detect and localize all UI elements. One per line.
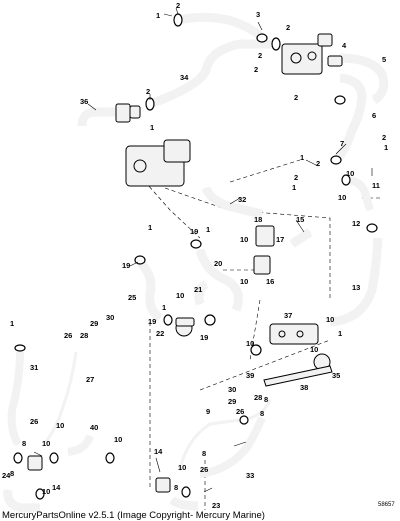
callout-9: 9 [206,407,210,416]
callout-8: 8 [22,439,26,448]
callout-10: 10 [176,291,184,300]
callout-1: 1 [384,143,388,152]
callout-14: 14 [154,447,163,456]
callout-2: 2 [294,93,298,102]
hoses [3,12,389,513]
callout-12: 12 [352,219,360,228]
callout-19: 19 [190,227,198,236]
callout-1: 1 [162,303,166,312]
callout-26: 26 [30,417,38,426]
callout-1: 1 [300,153,304,162]
callout-36: 36 [80,97,88,106]
callout-10: 10 [326,315,334,324]
callout-28: 28 [80,331,88,340]
callout-35: 35 [332,371,340,380]
callout-7: 7 [340,139,344,148]
callout-33: 33 [246,471,254,480]
callout-1: 1 [292,183,296,192]
callout-26: 26 [236,407,244,416]
callout-10: 10 [114,435,122,444]
callout-22: 22 [156,329,164,338]
callout-19: 19 [200,333,208,342]
callout-5: 5 [382,55,386,64]
hose-clamps [13,13,378,500]
component-37 [269,323,319,345]
callout-24: 24 [2,471,11,480]
callout-38: 38 [300,383,308,392]
callout-26: 26 [200,465,208,474]
callout-40: 40 [90,423,98,432]
callout-2: 2 [176,1,180,10]
callout-10: 10 [338,193,346,202]
callout-2: 2 [146,87,150,96]
callout-18: 18 [254,215,262,224]
callout-1: 1 [150,123,154,132]
callout-28: 28 [254,393,262,402]
callout-labels: 1 2 3 2 4 2 2 34 5 2 36 2 1 6 2 1 7 2 1 … [2,1,388,510]
callout-8: 8 [264,395,268,404]
callout-2: 2 [258,51,262,60]
callout-15: 15 [296,215,304,224]
callout-4: 4 [342,41,347,50]
callout-10: 10 [42,439,50,448]
callout-8: 8 [260,409,264,418]
callout-1: 1 [148,223,152,232]
manifold-block [281,43,323,75]
figure-number: 58657 [378,502,395,508]
callout-3: 3 [256,10,260,19]
callout-27: 27 [86,375,94,384]
components [27,33,343,493]
callout-10: 10 [178,463,186,472]
callout-17: 17 [276,235,284,244]
callout-30: 30 [228,385,236,394]
callout-19: 19 [122,261,130,270]
callout-16: 16 [266,277,274,286]
callout-29: 29 [228,397,236,406]
copyright-footer: MercuryPartsOnline v2.5.1 (Image Copyrig… [2,510,265,521]
callout-19: 19 [148,317,156,326]
callout-14: 14 [52,483,61,492]
callout-6: 6 [372,111,376,120]
valve-17 [255,225,275,247]
callout-37: 37 [284,311,292,320]
callout-10: 10 [240,277,248,286]
callout-8: 8 [10,469,14,478]
callout-2: 2 [294,173,298,182]
callout-8: 8 [202,449,206,458]
callout-1: 1 [156,11,160,20]
callout-10: 10 [56,421,64,430]
callout-39: 39 [246,371,254,380]
callout-10: 10 [346,169,354,178]
callout-26: 26 [64,331,72,340]
callout-10: 10 [310,345,318,354]
callout-2: 2 [286,23,290,32]
callout-10: 10 [42,487,50,496]
callout-23: 23 [212,501,220,510]
callout-2: 2 [316,159,320,168]
callout-13: 13 [352,283,360,292]
callout-11: 11 [372,181,380,190]
callout-8: 8 [174,483,178,492]
callout-1: 1 [10,319,14,328]
callout-20: 20 [214,259,222,268]
callout-1: 1 [206,225,210,234]
callout-32: 32 [238,195,246,204]
leader-lines [33,7,373,493]
callout-30: 30 [106,313,114,322]
bracket-38 [263,365,333,387]
callout-2: 2 [382,133,386,142]
callout-10: 10 [246,339,254,348]
callout-34: 34 [180,73,189,82]
callout-2: 2 [254,65,258,74]
callout-31: 31 [30,363,38,372]
callout-1: 1 [338,329,342,338]
callout-10: 10 [240,235,248,244]
callout-25: 25 [128,293,136,302]
callout-21: 21 [194,285,202,294]
callout-29: 29 [90,319,98,328]
